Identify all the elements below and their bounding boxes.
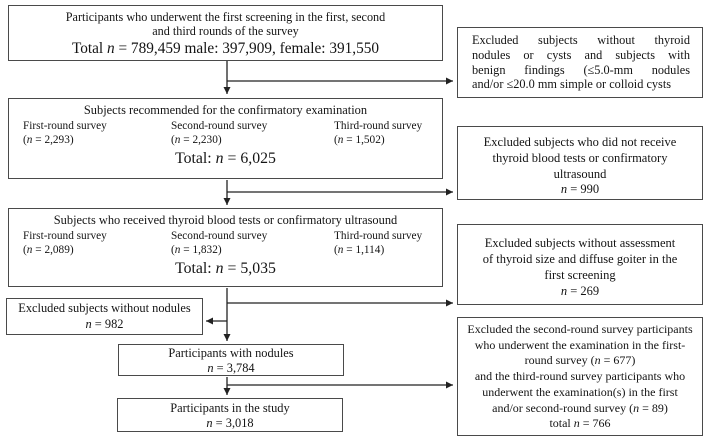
received-tests-box: Subjects who received thyroid blood test… [8, 208, 443, 287]
text-line: n = 269 [560, 284, 600, 298]
text-line: of thyroid size and diffuse goiter in th… [482, 252, 678, 266]
text-line: ultrasound [553, 166, 607, 181]
text-line: n = 990 [560, 182, 600, 197]
excluded-without-nodules-text: Excluded subjects without nodules [18, 301, 191, 315]
text-line: and the third-round survey participants … [474, 369, 686, 384]
survey-n: (n = 2,230) [171, 134, 222, 146]
participants-with-nodules-text: Participants with nodules [168, 346, 294, 360]
survey-n: (n = 2,089) [23, 244, 74, 256]
screening-total: Total n = 789,459 male: 397,909, female:… [71, 40, 380, 58]
screening-participants-box: Participants who underwent the first scr… [8, 5, 443, 61]
received-total: Total: n = 5,035 [175, 260, 276, 277]
survey-label: Third-round survey [334, 230, 423, 242]
text-line: and/or second-round survey (n = 89) [492, 400, 668, 415]
participants-in-study-n: n = 3,018 [206, 415, 254, 430]
text-line: benign findings (≤5.0-mm nodules [472, 62, 690, 77]
survey-n: (n = 1,502) [334, 134, 385, 146]
text-line: thyroid blood tests or confirmatory [492, 150, 668, 165]
recommended-total: Total: n = 6,025 [175, 150, 276, 167]
received-col-third: Third-round survey (n = 1,114) [334, 229, 442, 257]
screening-line-1: Participants who underwent the first scr… [65, 10, 386, 24]
participants-with-nodules-n: n = 3,784 [207, 360, 255, 375]
text-line: Excluded subjects who did not receive [483, 135, 677, 149]
text-line: round survey (n = 677) [524, 353, 636, 368]
participants-with-nodules-box: Participants with nodules n = 3,784 [118, 344, 344, 376]
excluded-without-nodules-n: n = 982 [85, 316, 124, 331]
text-line: total n = 766 [549, 416, 611, 431]
survey-n: (n = 2,293) [23, 134, 74, 146]
text-line: nodules or cysts and subjects with [472, 47, 690, 62]
text-line: and/or ≤20.0 mm simple or colloid cysts [472, 77, 672, 92]
text-line: underwent the examination(s) in the firs… [482, 384, 678, 399]
excluded-prior-examination-box: Excluded the second-round survey partici… [457, 317, 703, 436]
recommended-col-first: First-round survey (n = 2,293) [23, 119, 171, 147]
recommended-confirmatory-box: Subjects recommended for the confirmator… [8, 98, 443, 179]
text-line: Excluded subjects without assessment [484, 236, 676, 250]
survey-label: Second-round survey [171, 230, 268, 242]
text-line: who underwent the examination in the fir… [474, 337, 686, 352]
excluded-no-assessment-box: Excluded subjects without assessment of t… [457, 224, 703, 305]
received-columns: First-round survey (n = 2,089) Second-ro… [9, 229, 442, 257]
received-col-first: First-round survey (n = 2,089) [23, 229, 171, 257]
received-col-second: Second-round survey (n = 1,832) [171, 229, 334, 257]
participants-in-study-text: Participants in the study [170, 401, 290, 415]
recommended-col-second: Second-round survey (n = 2,230) [171, 119, 334, 147]
received-title: Subjects who received thyroid blood test… [53, 213, 398, 227]
recommended-title: Subjects recommended for the confirmator… [83, 103, 368, 117]
survey-n: (n = 1,114) [334, 244, 385, 256]
screening-line-2: and third rounds of the survey [152, 24, 299, 39]
recommended-columns: First-round survey (n = 2,293) Second-ro… [9, 119, 442, 147]
recommended-col-third: Third-round survey (n = 1,502) [334, 119, 442, 147]
text-line: Excluded subjects without thyroid [472, 33, 690, 47]
survey-label: Third-round survey [334, 120, 423, 132]
text-line: Excluded the second-round survey partici… [467, 322, 693, 336]
survey-n: (n = 1,832) [171, 244, 222, 256]
survey-label: First-round survey [23, 230, 107, 242]
text-line: first screening [544, 268, 616, 282]
survey-label: First-round survey [23, 120, 107, 132]
survey-label: Second-round survey [171, 120, 268, 132]
excluded-without-nodules-box: Excluded subjects without nodules n = 98… [6, 298, 203, 335]
participants-in-study-box: Participants in the study n = 3,018 [117, 398, 343, 432]
